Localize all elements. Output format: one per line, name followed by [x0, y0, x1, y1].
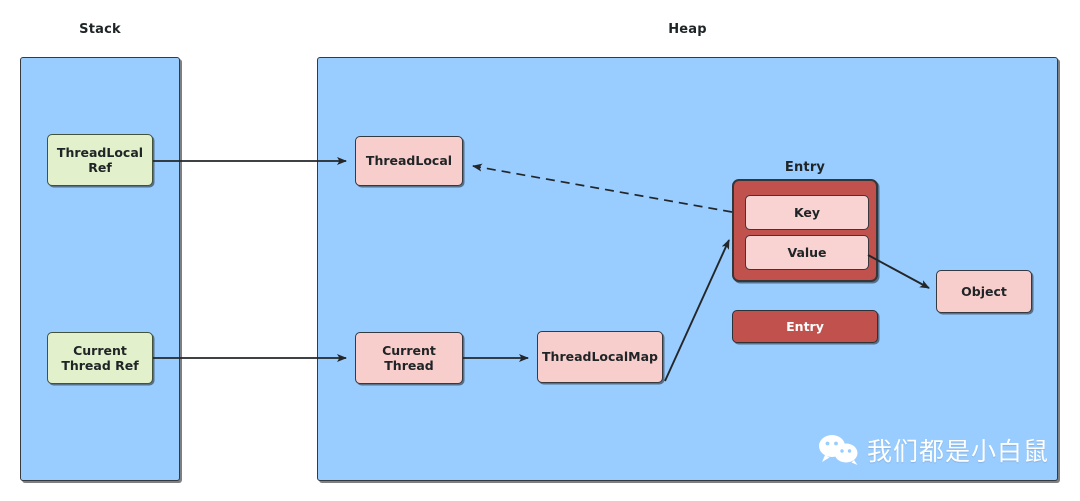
node-entry[interactable]: Entry	[732, 310, 878, 343]
node-current-thread-ref-label: Current Thread Ref	[61, 342, 139, 373]
stack-region-title: Stack	[79, 22, 121, 37]
stack-container	[20, 57, 180, 481]
node-current-thread[interactable]: Current Thread	[355, 332, 463, 384]
node-current-thread-label: Current Thread	[382, 342, 436, 373]
node-current-thread-ref[interactable]: Current Thread Ref	[47, 332, 153, 384]
node-key[interactable]: Key	[745, 195, 869, 230]
node-threadlocalmap[interactable]: ThreadLocalMap	[537, 331, 663, 383]
heap-region-title: Heap	[668, 22, 707, 37]
node-value[interactable]: Value	[745, 235, 869, 270]
watermark-text: 我们都是小白鼠	[867, 437, 1050, 466]
node-threadlocal-ref-label: ThreadLocal Ref	[56, 144, 144, 175]
heap-container	[317, 57, 1058, 481]
watermark: 我们都是小白鼠	[818, 432, 1049, 468]
wechat-icon	[819, 435, 858, 465]
node-threadlocal[interactable]: ThreadLocal	[355, 136, 463, 186]
node-threadlocal-ref[interactable]: ThreadLocal Ref	[47, 134, 153, 186]
entry-cluster-title: Entry	[784, 160, 826, 175]
node-object[interactable]: Object	[936, 270, 1032, 313]
entry-cluster[interactable]: Key Value	[732, 179, 878, 282]
